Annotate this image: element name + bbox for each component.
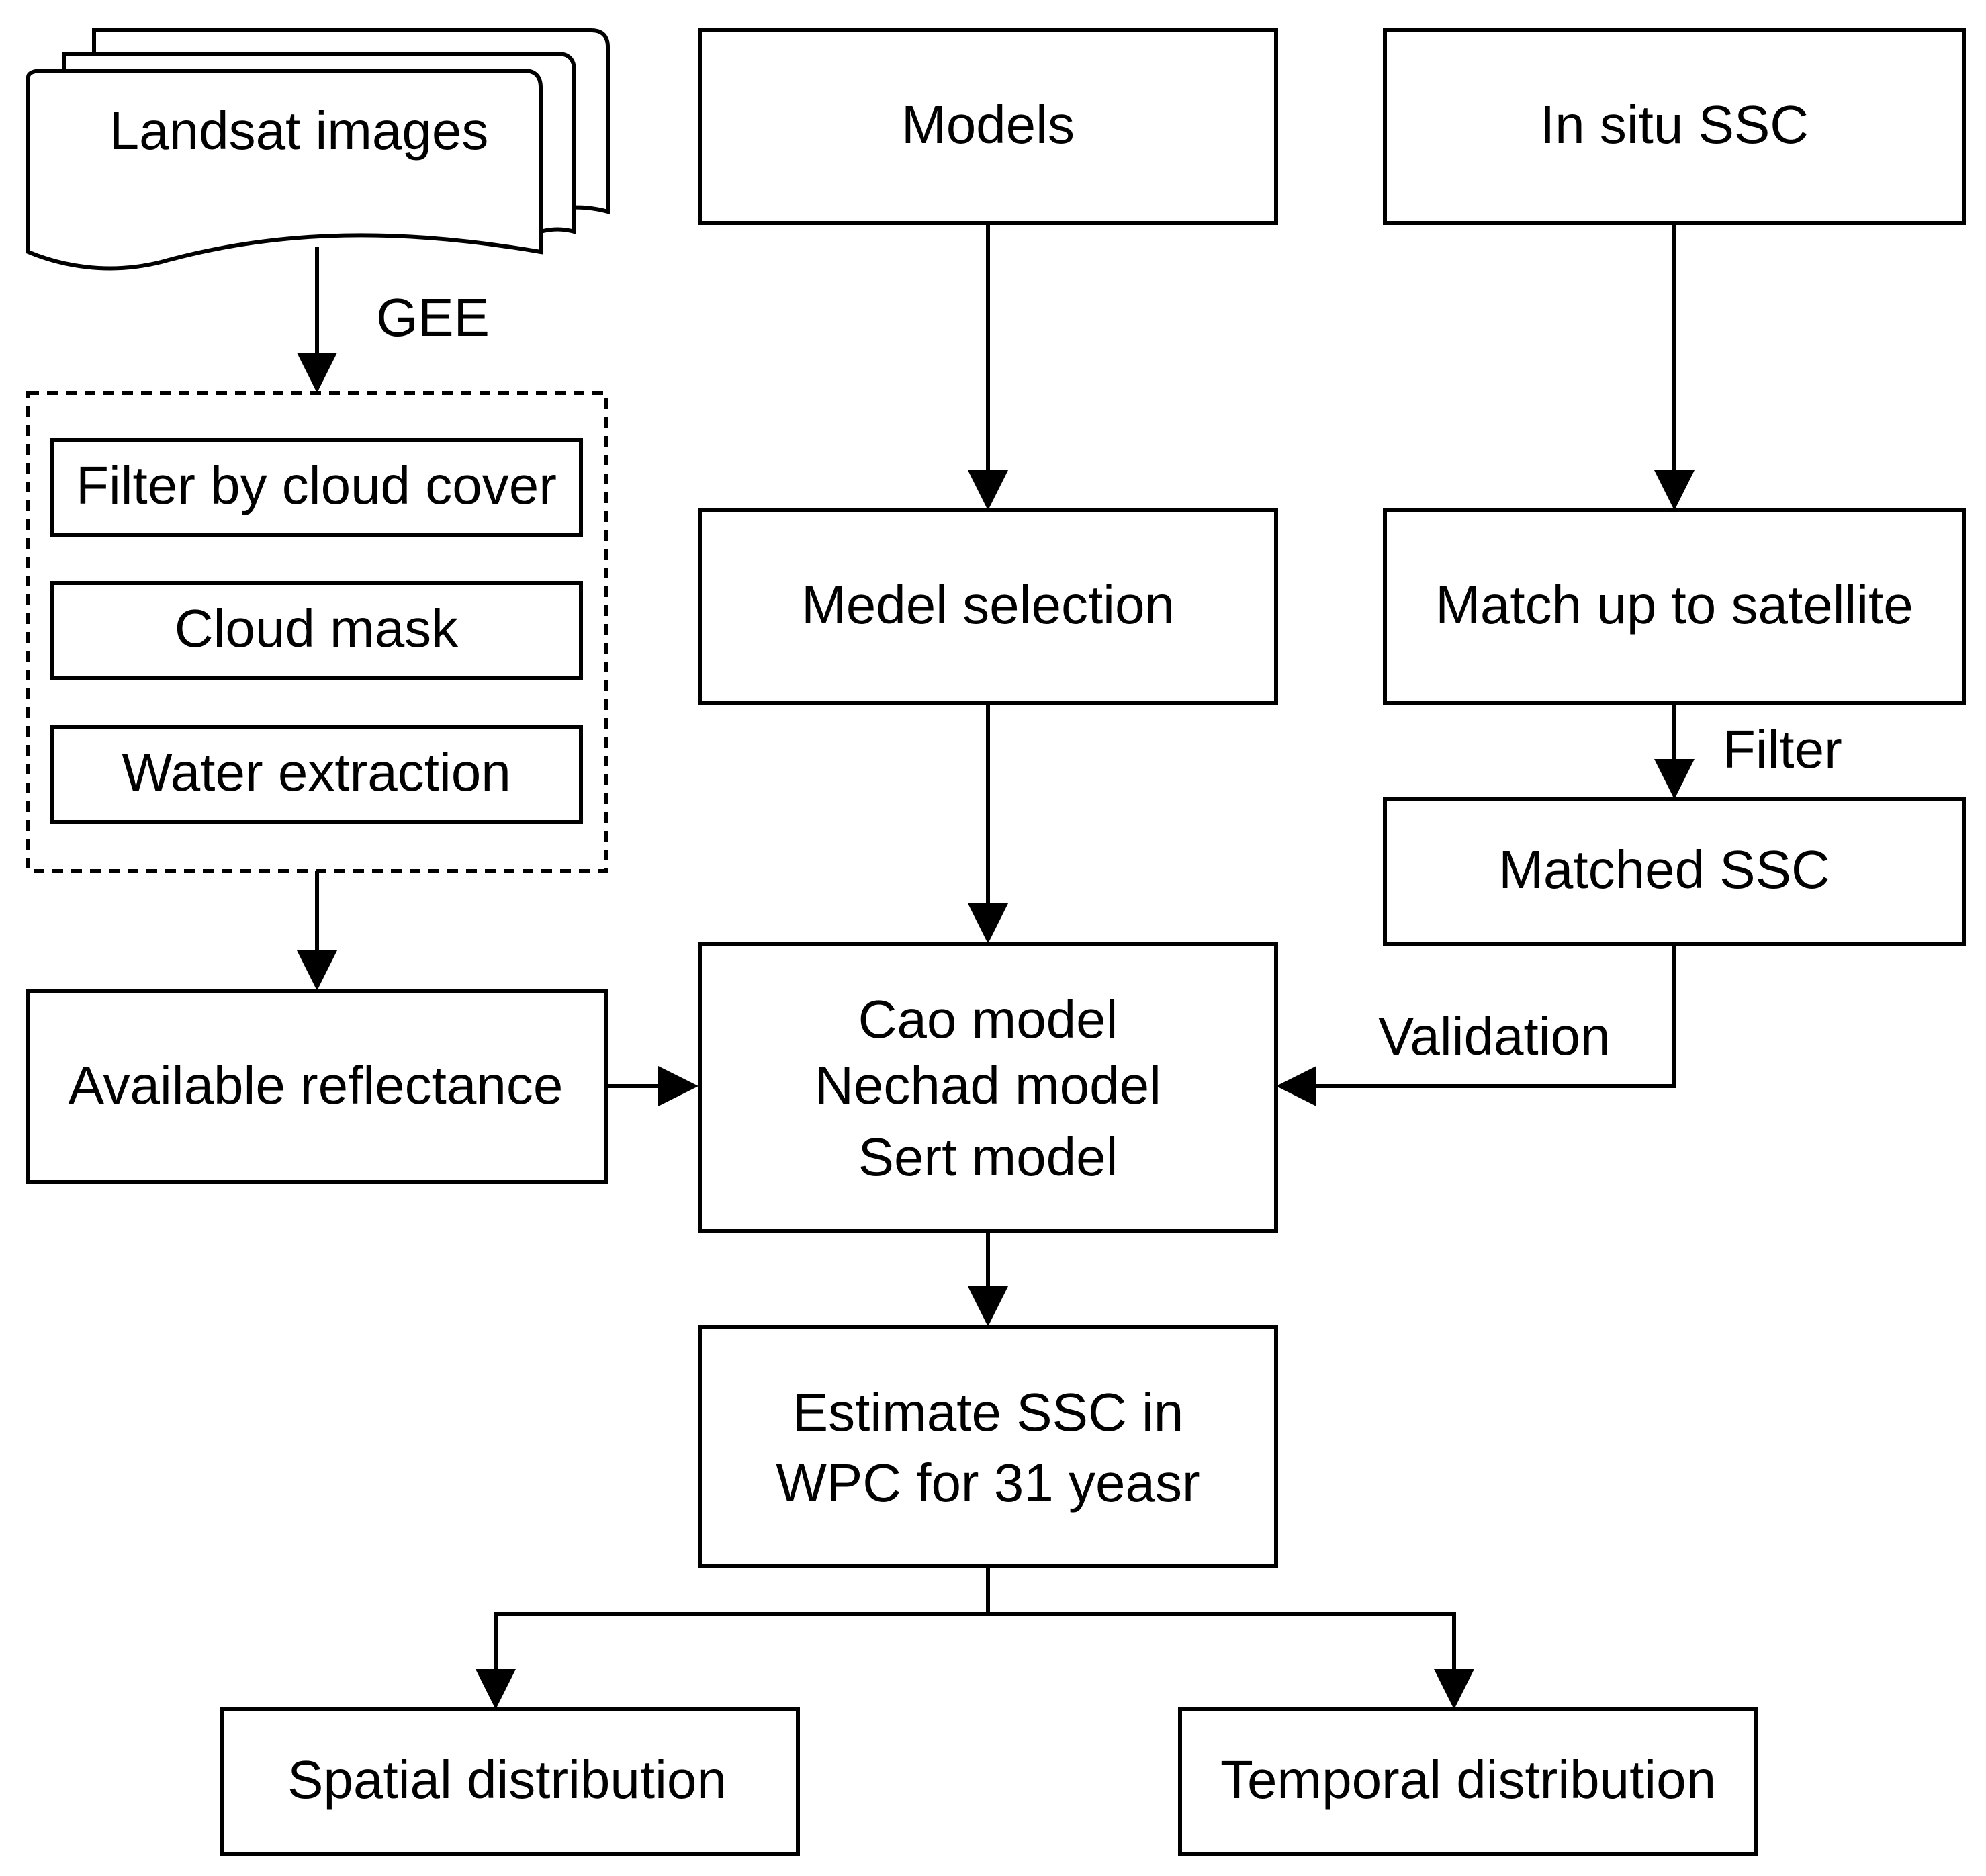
spatial-distribution-label: Spatial distribution [287,1750,727,1810]
filter-cloud-cover-node [50,438,583,537]
estimate-line-2: WPC for 31 yeasr [776,1453,1200,1513]
edge-estimate-to-temporal [988,1612,1456,1676]
in-situ-ssc-node [1383,28,1966,225]
arrowhead-icon [476,1669,516,1709]
match-up-label: Match up to satellite [1435,575,1913,635]
filter-cloud-cover-label: Filter by cloud cover [76,455,557,515]
matched-ssc-label: Matched SSC [1498,840,1830,899]
available-reflectance-node [26,989,608,1184]
temporal-distribution-label: Temporal distribution [1220,1750,1716,1810]
cloud-mask-node [50,581,583,680]
document-stack-front [26,69,543,271]
arrowhead-icon [1654,470,1695,510]
model-item-nechad: Nechad model [815,1055,1161,1115]
landsat-images-node: Landsat images [26,28,610,271]
estimate-ssc-node [698,1325,1278,1568]
arrowhead-icon [1276,1066,1316,1106]
edge-estimate-split [494,1566,990,1676]
model-selection-node [698,508,1278,705]
arrowhead-icon [658,1066,698,1106]
water-extraction-label: Water extraction [122,742,510,802]
models-comparison-node [698,942,1278,1233]
water-extraction-node [50,725,583,824]
spatial-distribution-node [220,1707,800,1856]
edge-validation [1310,944,1676,1088]
models-label: Models [901,95,1075,154]
temporal-distribution-node [1178,1707,1758,1856]
arrowhead-icon [297,950,337,991]
model-selection-label: Medel selection [801,575,1175,635]
edge-label-filter: Filter [1723,719,1842,779]
model-item-cao: Cao model [858,989,1118,1049]
edge-label-gee: GEE [376,287,490,347]
preprocessing-group: Filter by cloud cover Cloud mask Water e… [26,391,608,873]
arrowhead-icon [968,903,1008,944]
arrowhead-icon [1434,1669,1474,1709]
match-up-node [1383,508,1966,705]
arrowhead-icon [297,353,337,393]
arrowhead-icon [1654,759,1695,799]
in-situ-ssc-label: In situ SSC [1540,95,1809,154]
models-node [698,28,1278,225]
estimate-line-1: Estimate SSC in [793,1382,1183,1442]
arrowhead-icon [968,470,1008,510]
edge-label-validation: Validation [1378,1006,1610,1066]
available-reflectance-label: Available reflectance [69,1055,563,1115]
arrowhead-icon [968,1286,1008,1327]
landsat-images-label: Landsat images [109,101,489,161]
matched-ssc-node [1383,797,1966,946]
cloud-mask-label: Cloud mask [175,598,459,658]
model-item-sert: Sert model [858,1127,1118,1187]
